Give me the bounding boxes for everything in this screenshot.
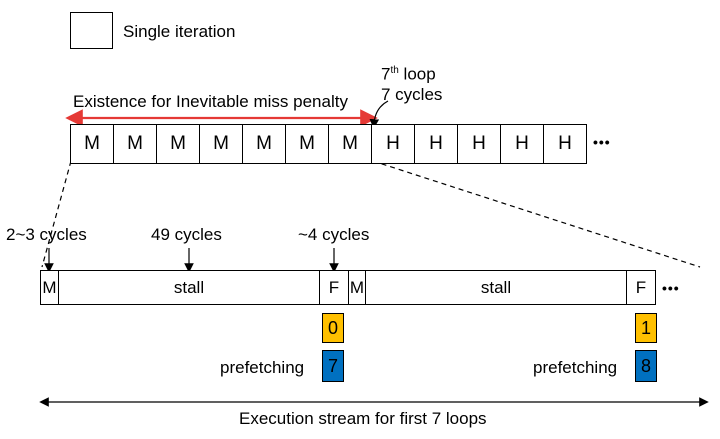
penalty-label: Existence for Inevitable miss penalty (73, 92, 348, 111)
exec-cell-stall: stall (365, 270, 627, 305)
exec-cell-stall: stall (58, 270, 320, 305)
iteration-cell-hit: H (457, 124, 501, 164)
prefetch-badge-b: 7 (322, 350, 344, 382)
legend-label: Single iteration (123, 22, 236, 41)
stream-label: Execution stream for first 7 loops (239, 409, 487, 428)
exec-cell-fetch: F (319, 270, 349, 305)
loop-label: 7th loop 7 cycles (381, 64, 443, 104)
top-ellipsis: ••• (593, 134, 611, 150)
stall-cycles-label: 49 cycles (151, 225, 222, 244)
zoom-line-right (372, 160, 701, 268)
exec-cell-fetch: F (626, 270, 656, 305)
fetch-cycles-label: ~4 cycles (298, 225, 370, 244)
iteration-cell-hit: H (371, 124, 415, 164)
prefetch-badge-b: 8 (635, 350, 657, 382)
iteration-cell-hit: H (543, 124, 587, 164)
loop-pointer-arrow (369, 100, 389, 129)
exec-cell-miss: M (40, 270, 59, 305)
iteration-cell-miss: M (242, 124, 286, 164)
legend-swatch (70, 12, 113, 49)
iteration-row: M M M M M M M H H H H H (70, 124, 590, 164)
zoom-line-left (41, 160, 72, 268)
iteration-cell-miss: M (70, 124, 114, 164)
iteration-cell-miss: M (113, 124, 157, 164)
iteration-cell-miss: M (285, 124, 329, 164)
exec-cell-miss: M (348, 270, 366, 305)
prefetching-label: prefetching (533, 358, 618, 377)
prefetch-badge-a: 0 (322, 313, 344, 343)
bottom-ellipsis: ••• (662, 280, 680, 296)
iteration-cell-miss: M (156, 124, 200, 164)
iteration-cell-miss: M (328, 124, 372, 164)
prefetch-badge-a: 1 (635, 313, 657, 343)
iteration-cell-hit: H (500, 124, 544, 164)
first-cycles-label: 2~3 cycles (6, 225, 87, 244)
iteration-cell-miss: M (199, 124, 243, 164)
iteration-cell-hit: H (414, 124, 458, 164)
prefetching-label: prefetching (220, 358, 305, 377)
